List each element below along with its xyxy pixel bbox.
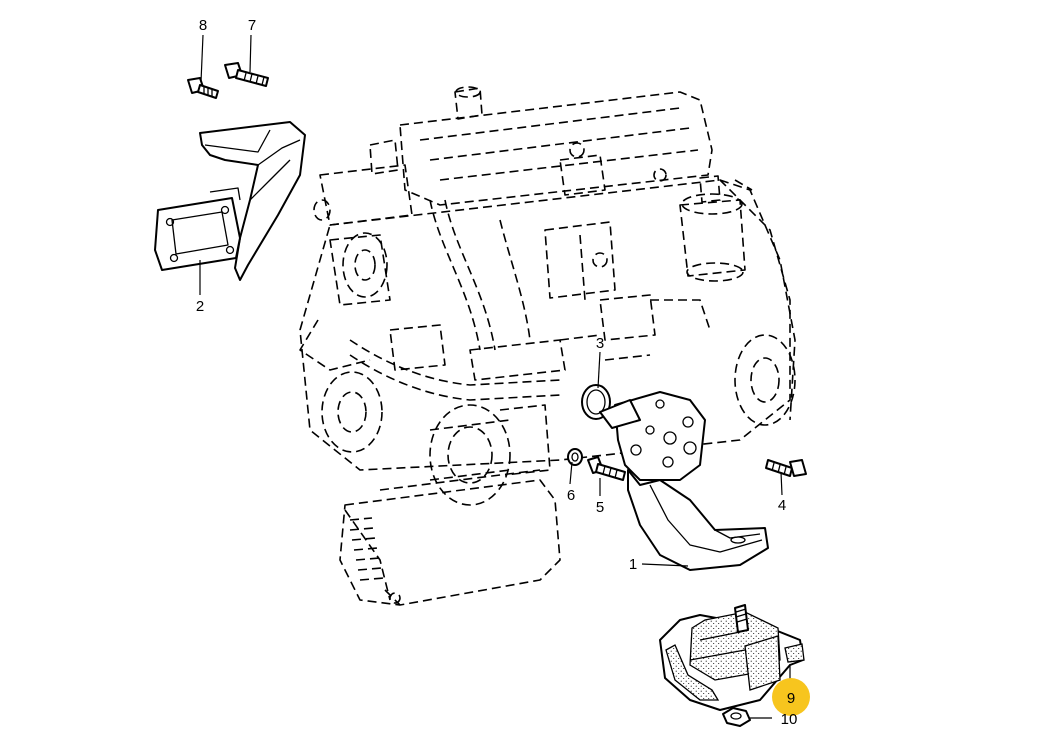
callout-9[interactable]: 9 <box>787 690 795 707</box>
lock-washer-6 <box>567 448 583 466</box>
callout-7[interactable]: 7 <box>248 17 256 34</box>
callout-labels: 8 7 2 3 4 5 6 1 9 10 <box>196 17 798 728</box>
callout-2[interactable]: 2 <box>196 298 204 315</box>
callout-3[interactable]: 3 <box>596 335 604 352</box>
callout-9-highlight <box>772 678 810 716</box>
callout-10[interactable]: 10 <box>781 711 798 728</box>
rubber-mount-9 <box>659 604 805 711</box>
leader-lines <box>199 34 791 719</box>
callout-8[interactable]: 8 <box>199 17 207 34</box>
engine-mount-bracket <box>599 391 769 571</box>
bolt-4 <box>765 459 807 477</box>
callout-5[interactable]: 5 <box>596 499 604 516</box>
bolt-7 <box>224 62 269 87</box>
callout-6[interactable]: 6 <box>567 487 575 504</box>
callout-1[interactable]: 1 <box>629 556 637 573</box>
engine-bracket-left <box>154 121 306 281</box>
bolt-5 <box>587 456 626 481</box>
nut-10 <box>722 707 751 727</box>
callout-4[interactable]: 4 <box>778 497 786 514</box>
bolt-8 <box>187 77 219 99</box>
engine-block-outline <box>299 86 796 606</box>
